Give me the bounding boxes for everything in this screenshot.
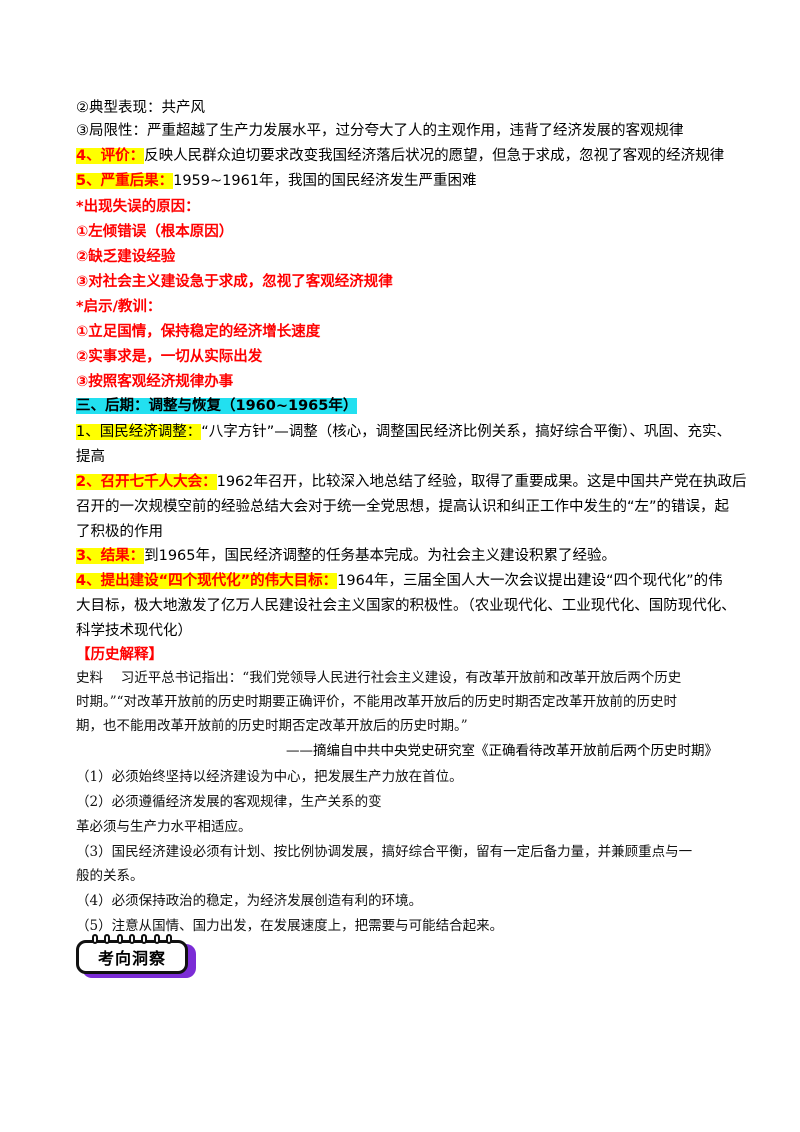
text-line: ②典型表现：共产风	[76, 98, 205, 118]
line-text: ②实事求是，一切从实际出发	[76, 349, 263, 365]
text-line: 提高	[76, 447, 105, 467]
line-text: （1）必须始终坚持以经济建设为中心，把发展生产力放在首位。	[76, 769, 463, 785]
line-text: ③对社会主义建设急于求成，忽视了客观经济规律	[76, 274, 393, 290]
item-label: 2、召开七千人大会：	[76, 474, 217, 490]
history-interpretation-heading: 【历史解释】	[76, 645, 163, 665]
line-text: ③局限性：严重超越了生产力发展水平，过分夸大了人的主观作用，违背了经济发展的客观…	[76, 123, 684, 139]
section-heading: 三、后期：调整与恢复（1960~1965年）	[76, 396, 358, 416]
text-line: 2、召开七千人大会：1962年召开，比较深入地总结了经验，取得了重要成果。这是中…	[76, 472, 747, 492]
line-text: （4）必须保持政治的稳定，为经济发展创造有利的环境。	[76, 893, 423, 909]
item-label: 4、提出建设“四个现代化”的伟大目标：	[76, 573, 338, 589]
causes-heading: *出现失误的原因：	[76, 197, 200, 217]
quote-line: 史料 习近平总书记指出：“我们党领导人民进行社会主义建设，有改革开放前和改革开放…	[76, 668, 681, 688]
line-text: 召开的一次规模空前的经验总结大会对于统一全党思想，提高认识和纠正工作中发生的“左…	[76, 499, 730, 515]
text-line: 4、提出建设“四个现代化”的伟大目标：1964年，三届全国人大一次会议提出建设“…	[76, 571, 723, 591]
binder-rings-icon	[92, 934, 172, 946]
line-text: 了积极的作用	[76, 524, 163, 540]
line-text: ——摘编自中共中央党史研究室《正确看待改革开放前后两个历史时期》	[286, 743, 718, 759]
text-line: 4、评价：反映人民群众迫切要求改变我国经济落后状况的愿望，但急于求成，忽视了客观…	[76, 146, 724, 166]
line-text: 1964年，三届全国人大一次会议提出建设“四个现代化”的伟	[337, 573, 723, 589]
line-text: 1962年召开，比较深入地总结了经验，取得了重要成果。这是中国共产党在执政后	[216, 474, 747, 490]
line-text: ②缺乏建设经验	[76, 249, 176, 265]
evaluation-label: 4、评价：	[76, 148, 145, 164]
quote-source: ——摘编自中共中央党史研究室《正确看待改革开放前后两个历史时期》	[286, 741, 718, 761]
lesson-item: ②实事求是，一切从实际出发	[76, 347, 262, 367]
cause-item: ②缺乏建设经验	[76, 247, 175, 267]
cause-item: ③对社会主义建设急于求成，忽视了客观经济规律	[76, 272, 393, 292]
line-text: 科学技术现代化）	[76, 623, 192, 639]
line-text: ①立足国情，保持稳定的经济增长速度	[76, 324, 321, 340]
quote-line: 期，也不能用改革开放前的历史时期否定改革开放后的历史时期。”	[76, 716, 468, 736]
line-text: 到1965年，国民经济调整的任务基本完成。为社会主义建设积累了经验。	[144, 548, 616, 564]
answer-item: 般的关系。	[76, 866, 144, 886]
line-text: 反映人民群众迫切要求改变我国经济落后状况的愿望，但急于求成，忽视了客观的经济规律	[144, 148, 725, 164]
ring-icon	[116, 934, 123, 944]
item-label: 3、结果：	[76, 548, 145, 564]
lesson-item: ③按照客观经济规律办事	[76, 372, 233, 392]
item-label: 1、国民经济调整：	[76, 424, 202, 440]
text-line: 科学技术现代化）	[76, 621, 192, 641]
line-text: ②典型表现：共产风	[76, 100, 205, 116]
ring-icon	[128, 934, 135, 944]
line-text: 史料 习近平总书记指出：“我们党领导人民进行社会主义建设，有改革开放前和改革开放…	[76, 670, 682, 686]
text-line: 召开的一次规模空前的经验总结大会对于统一全党思想，提高认识和纠正工作中发生的“左…	[76, 497, 729, 517]
line-text: ①左倾错误（根本原因）	[76, 224, 234, 240]
text-line: 3、结果：到1965年，国民经济调整的任务基本完成。为社会主义建设积累了经验。	[76, 546, 616, 566]
consequence-label: 5、严重后果：	[76, 173, 174, 189]
section-badge: 考向洞察	[76, 934, 196, 980]
ring-icon	[92, 934, 98, 944]
line-text: “八字方针”—调整（核心，调整国民经济比例关系，搞好综合平衡）、巩固、充实、	[201, 424, 732, 440]
line-text: 提高	[76, 449, 105, 465]
line-text: 时期。”“对改革开放前的历史时期要正确评价，不能用改革开放后的历史时期否定改革开…	[76, 694, 678, 710]
answer-item: （3）国民经济建设必须有计划、按比例协调发展，搞好综合平衡，留有一定后备力量，并…	[76, 842, 692, 862]
line-text: 革必须与生产力水平相适应。	[76, 819, 252, 835]
cause-item: ①左倾错误（根本原因）	[76, 222, 233, 242]
ring-icon	[141, 934, 148, 944]
quote-line: 时期。”“对改革开放前的历史时期要正确评价，不能用改革开放后的历史时期否定改革开…	[76, 692, 677, 712]
line-text: 1959~1961年，我国的国民经济发生严重困难	[173, 173, 477, 189]
line-text: 大目标，极大地激发了亿万人民建设社会主义国家的积极性。（农业现代化、工业现代化、…	[76, 598, 736, 614]
text-line: 大目标，极大地激发了亿万人民建设社会主义国家的积极性。（农业现代化、工业现代化、…	[76, 596, 736, 616]
line-text: ③按照客观经济规律办事	[76, 374, 234, 390]
badge-label: 考向洞察	[97, 949, 166, 968]
text-line: 了积极的作用	[76, 522, 163, 542]
line-text: （2）必须遵循经济发展的客观规律，生产关系的变	[76, 794, 382, 810]
answer-item: （2）必须遵循经济发展的客观规律，生产关系的变	[76, 792, 382, 812]
text-line: 5、严重后果：1959~1961年，我国的国民经济发生严重困难	[76, 171, 477, 191]
line-text: （5）注意从国情、国力出发，在发展速度上，把需要与可能结合起来。	[76, 918, 504, 934]
line-text: 【历史解释】	[76, 647, 163, 663]
line-text: *出现失误的原因：	[76, 199, 200, 215]
answer-item: （1）必须始终坚持以经济建设为中心，把发展生产力放在首位。	[76, 767, 463, 787]
line-text: （3）国民经济建设必须有计划、按比例协调发展，搞好综合平衡，留有一定后备力量，并…	[76, 844, 693, 860]
text-line: 1、国民经济调整：“八字方针”—调整（核心，调整国民经济比例关系，搞好综合平衡）…	[76, 422, 731, 442]
ring-icon	[104, 934, 111, 944]
ring-icon	[165, 934, 172, 944]
answer-item: （5）注意从国情、国力出发，在发展速度上，把需要与可能结合起来。	[76, 916, 503, 936]
lessons-heading: *启示/教训：	[76, 297, 161, 317]
answer-item: 革必须与生产力水平相适应。	[76, 817, 252, 837]
line-text: 般的关系。	[76, 868, 144, 884]
text-line: ③局限性：严重超越了生产力发展水平，过分夸大了人的主观作用，违背了经济发展的客观…	[76, 121, 684, 141]
answer-item: （4）必须保持政治的稳定，为经济发展创造有利的环境。	[76, 891, 422, 911]
lesson-item: ①立足国情，保持稳定的经济增长速度	[76, 322, 320, 342]
line-text: *启示/教训：	[76, 299, 162, 315]
section-title: 三、后期：调整与恢复（1960~1965年）	[76, 398, 358, 414]
ring-icon	[153, 934, 160, 944]
line-text: 期，也不能用改革开放前的历史时期否定改革开放后的历史时期。”	[76, 718, 468, 734]
